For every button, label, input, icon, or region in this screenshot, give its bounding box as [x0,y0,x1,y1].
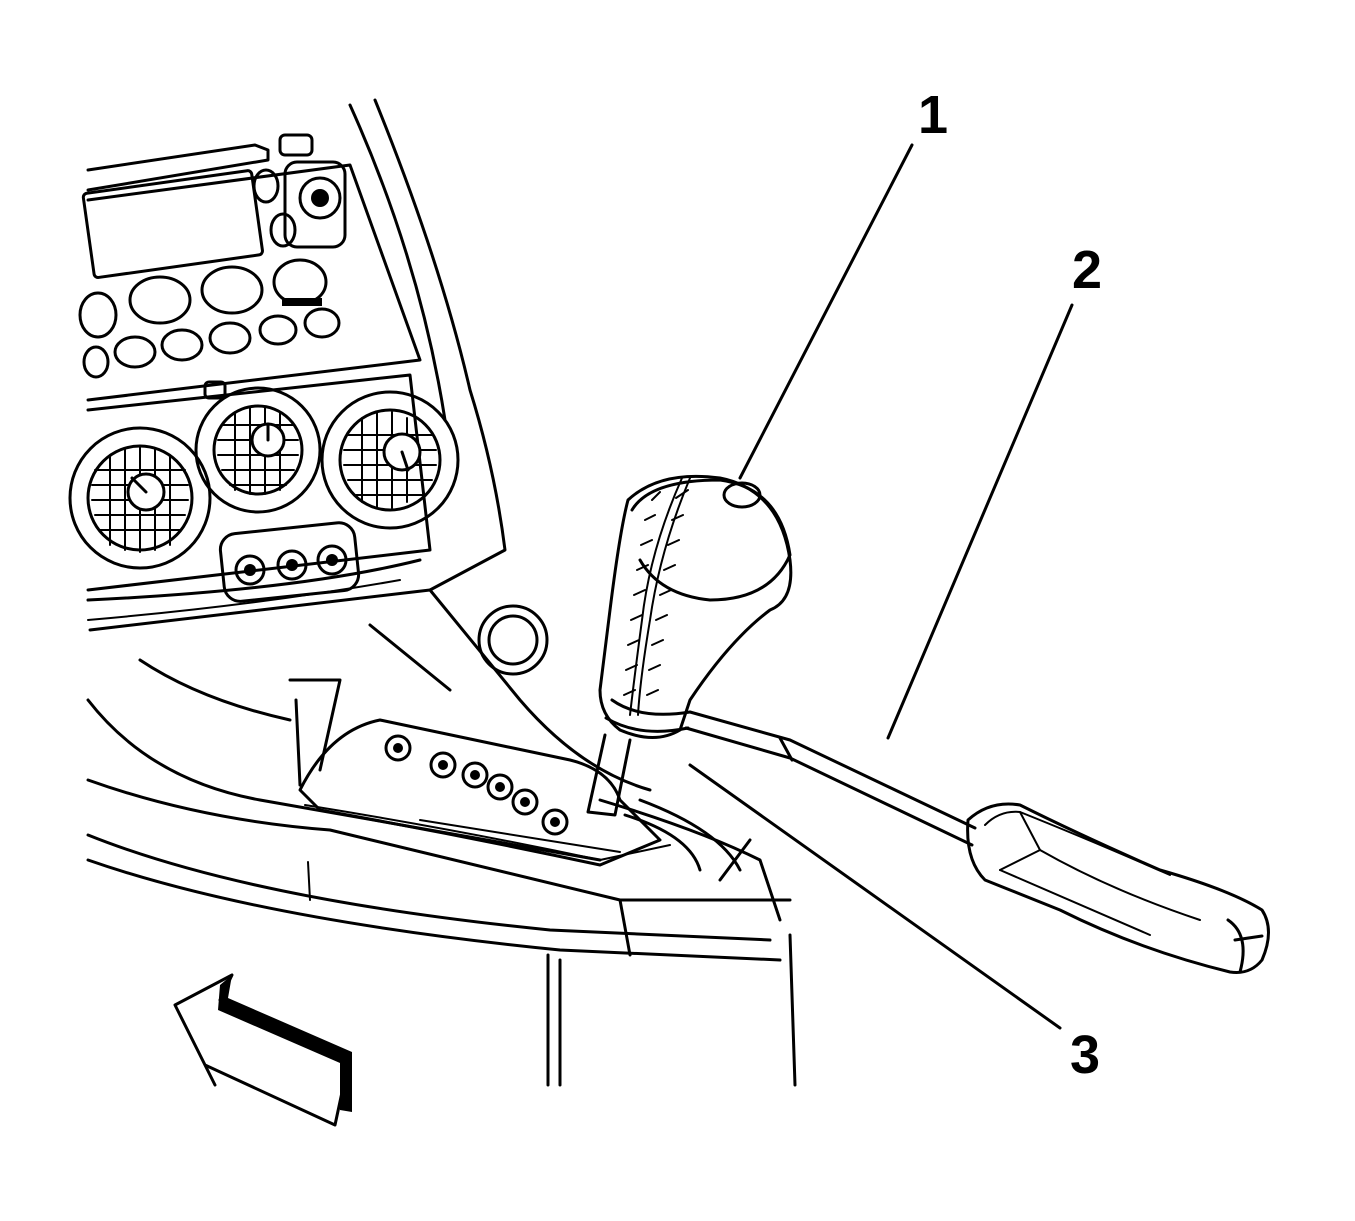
callout-3-label: 3 [1070,1025,1100,1085]
radio-small-button [278,133,314,157]
callout-2-leader [886,303,1074,740]
callout-2-label: 2 [1072,240,1102,300]
switch-button [276,549,308,581]
radio-button [82,345,110,379]
radio-display [81,169,264,279]
callout-1-leader [738,143,914,480]
switch-button [316,544,348,576]
power-outlet [477,604,549,676]
center-stack [86,98,507,632]
fan-knob [212,404,304,496]
radio-button [160,328,204,362]
radio-button [252,168,280,204]
shift-knob [586,474,793,817]
radio-button [208,321,252,355]
preset-button [272,258,328,306]
arrow-forward-icon [173,973,352,1127]
temperature-knob-bezel [68,426,212,570]
shift-indicator-bezel [298,718,742,872]
mode-knob-bezel [320,390,460,530]
preset-button [78,291,118,339]
radio-button [303,307,341,339]
power-knob-housing [283,160,347,249]
switch-panel [218,521,361,603]
preset-button [128,275,192,325]
radio-button [258,314,298,346]
radio-unit [78,133,422,402]
callout-leaders [688,143,1074,1030]
shift-button [722,481,762,509]
callout-1-label: 1 [918,85,948,145]
switch-button [234,554,266,586]
fan-knob-bezel [194,386,322,514]
preset-button [200,265,264,315]
power-knob [298,176,342,220]
power-icon [311,189,329,207]
floor-console [86,588,797,1087]
radio-button [113,335,157,369]
mode-knob [338,408,442,512]
radio-button [269,212,297,248]
hvac-controls [68,373,460,603]
screwdriver [684,710,1270,974]
callout-3-leader [688,763,1062,1030]
radio-label-strip [282,298,322,306]
